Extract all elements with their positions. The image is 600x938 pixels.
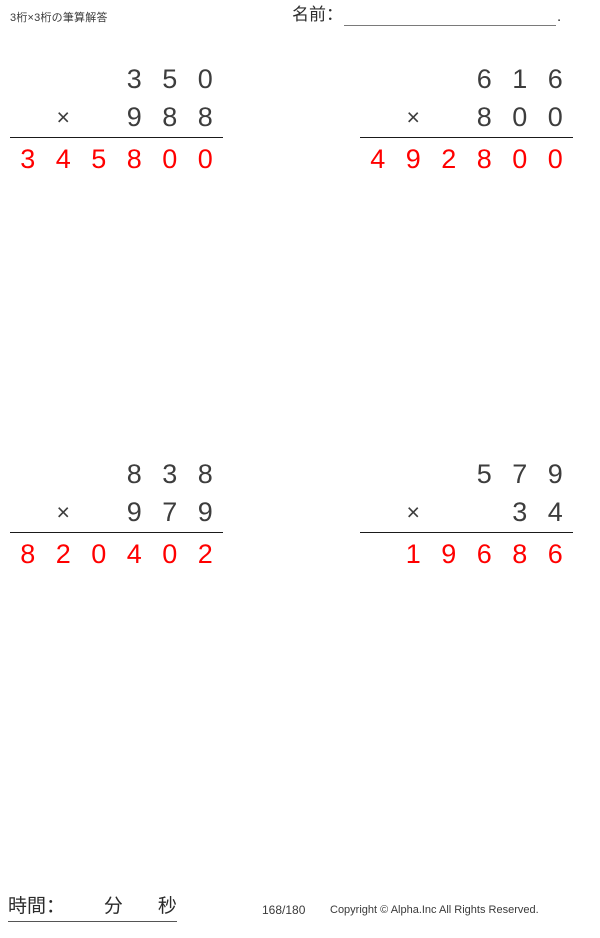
answer-digit-cell: 8 [126,144,142,174]
time-record-field[interactable]: 時間： 分 秒 [8,896,177,922]
digit-cell: 7 [512,459,528,489]
digit-cell: 0 [512,102,528,132]
answer-row: 3 4 5 8 0 0 [10,139,223,179]
answer-row: 1 9 6 8 6 [360,534,573,574]
calculation-rule [360,532,573,533]
worksheet-header: 3桁×3桁の筆算解答 名前： . [0,0,600,46]
answer-digit-cell: 6 [547,539,563,569]
multiply-operator-icon: × [56,104,70,130]
digit-cell: 9 [547,459,563,489]
problem-row-2: 8 3 8 × 9 7 9 8 2 0 4 0 2 [0,455,600,850]
answer-digit-cell: 4 [126,539,142,569]
digit-cell: 5 [476,459,492,489]
digit-cell: 9 [126,102,142,132]
digit-cell: 8 [476,102,492,132]
worksheet-footer: 時間： 分 秒 168/180 Copyright © Alpha.Inc Al… [0,892,600,938]
digit-cell: 8 [197,459,213,489]
digit-cell: 8 [197,102,213,132]
answer-digit-cell: 0 [162,144,178,174]
multiply-operator-icon: × [406,499,420,525]
multiplier-row: × 8 0 0 [360,98,573,136]
seconds-unit-label: 秒 [157,896,177,917]
name-trailing-dot: . [557,8,562,25]
digit-cell: 3 [512,497,528,527]
multiplicand-row: 3 5 0 [10,60,223,98]
multiplier-row: × 9 7 9 [10,493,223,531]
digit-cell: 3 [126,64,142,94]
answer-digit-cell: 2 [55,539,71,569]
page-title: 3桁×3桁の筆算解答 [10,12,108,24]
copyright-notice: Copyright © Alpha.Inc All Rights Reserve… [330,904,539,916]
answer-digit-cell: 0 [197,144,213,174]
answer-digit-cell: 0 [162,539,178,569]
answer-digit-cell: 4 [370,144,386,174]
problem-4: 5 7 9 × 3 4 1 9 6 8 6 [360,455,573,574]
answer-digit-cell: 5 [91,144,107,174]
multiplicand-row: 6 1 6 [360,60,573,98]
page-number: 168/180 [262,903,306,917]
digit-cell: 6 [476,64,492,94]
minutes-unit-label: 分 [103,896,123,917]
problem-2: 6 1 6 × 8 0 0 4 9 2 8 0 0 [360,60,573,179]
answer-digit-cell: 8 [512,539,528,569]
answer-digit-cell: 2 [441,144,457,174]
name-field-label: 名前： [292,5,343,24]
answer-digit-cell: 9 [405,144,421,174]
digit-cell: 9 [197,497,213,527]
name-field-group: 名前： . [292,6,561,26]
problem-1: 3 5 0 × 9 8 8 3 4 5 8 0 0 [10,60,223,179]
answer-digit-cell: 1 [405,539,421,569]
digit-cell: 5 [162,64,178,94]
problem-row-1: 3 5 0 × 9 8 8 3 4 5 8 0 0 [0,60,600,455]
calculation-rule [360,137,573,138]
digit-cell: 4 [547,497,563,527]
problem-grid: 3 5 0 × 9 8 8 3 4 5 8 0 0 [0,60,600,850]
digit-cell: 9 [126,497,142,527]
answer-digit-cell: 4 [55,144,71,174]
multiplier-row: × 9 8 8 [10,98,223,136]
digit-cell: 8 [162,102,178,132]
answer-digit-cell: 6 [476,539,492,569]
digit-cell: 8 [126,459,142,489]
digit-cell: 0 [547,102,563,132]
answer-row: 4 9 2 8 0 0 [360,139,573,179]
time-label: 時間： [8,896,66,917]
multiplicand-row: 5 7 9 [360,455,573,493]
answer-digit-cell: 2 [197,539,213,569]
digit-cell: 0 [197,64,213,94]
digit-cell: 1 [512,64,528,94]
multiply-operator-icon: × [406,104,420,130]
answer-digit-cell: 9 [441,539,457,569]
problem-3: 8 3 8 × 9 7 9 8 2 0 4 0 2 [10,455,223,574]
answer-row: 8 2 0 4 0 2 [10,534,223,574]
answer-digit-cell: 8 [476,144,492,174]
answer-digit-cell: 0 [512,144,528,174]
digit-cell: 3 [162,459,178,489]
multiply-operator-icon: × [56,499,70,525]
answer-digit-cell: 0 [547,144,563,174]
answer-digit-cell: 3 [20,144,36,174]
digit-cell: 6 [547,64,563,94]
calculation-rule [10,532,223,533]
name-input-line[interactable] [344,8,556,26]
multiplier-row: × 3 4 [360,493,573,531]
answer-digit-cell: 0 [91,539,107,569]
digit-cell: 7 [162,497,178,527]
answer-digit-cell: 8 [20,539,36,569]
multiplicand-row: 8 3 8 [10,455,223,493]
calculation-rule [10,137,223,138]
